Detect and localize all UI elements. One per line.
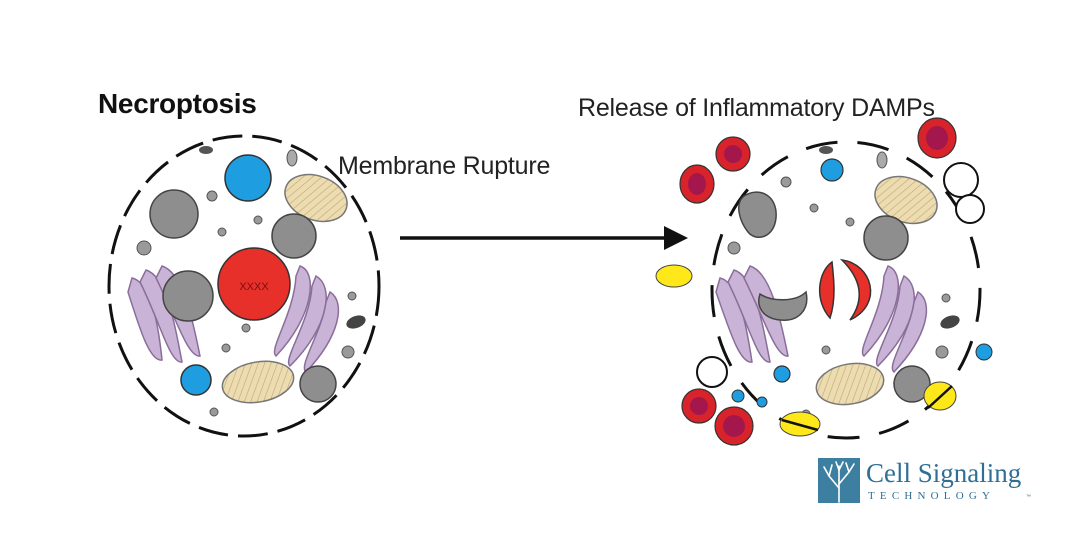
damp-red	[714, 406, 754, 446]
mitochondrion-bottom	[815, 362, 885, 406]
organelle	[149, 189, 199, 239]
released-damps	[655, 117, 993, 446]
nucleus	[217, 247, 291, 321]
damp-red	[917, 117, 957, 159]
ruptured-cell-membrane	[710, 140, 982, 440]
cell-signaling-logo: Cell Signaling TECHNOLOGY ™	[818, 458, 1048, 508]
damp-white	[955, 194, 985, 224]
vesicle-blue	[180, 364, 212, 396]
release-damps-label: Release of Inflammatory DAMPs	[578, 94, 935, 122]
ruptured-cell	[710, 140, 982, 440]
damp-red	[681, 388, 717, 424]
damp-white	[696, 356, 728, 388]
logo-subtitle: TECHNOLOGY	[868, 490, 996, 502]
vesicle-blue	[224, 154, 272, 202]
nucleus-fragment	[818, 260, 835, 320]
diagram-title: Necroptosis	[98, 88, 257, 119]
intact-cell: XXXX	[107, 134, 381, 438]
transition-arrow	[400, 226, 688, 250]
nucleus-fragment	[839, 258, 872, 321]
damp-white	[943, 162, 979, 198]
damp-yellow	[923, 381, 957, 411]
nucleus-marks: XXXX	[239, 281, 269, 293]
logo-name: Cell Signaling	[866, 458, 1022, 488]
organelle	[271, 213, 317, 259]
logo-trademark: ™	[1026, 494, 1031, 500]
damp-red	[715, 136, 751, 172]
organelle	[162, 270, 214, 322]
golgi-right	[273, 265, 340, 374]
organelle	[299, 365, 337, 403]
membrane-rupture-label: Membrane Rupture	[338, 152, 551, 180]
mitochondrion-bottom	[221, 360, 295, 404]
intact-cell-membrane	[107, 134, 381, 438]
damp-yellow	[779, 411, 821, 437]
damp-yellow	[655, 264, 693, 288]
tree-logo-icon	[818, 458, 860, 503]
damp-red	[679, 164, 715, 204]
